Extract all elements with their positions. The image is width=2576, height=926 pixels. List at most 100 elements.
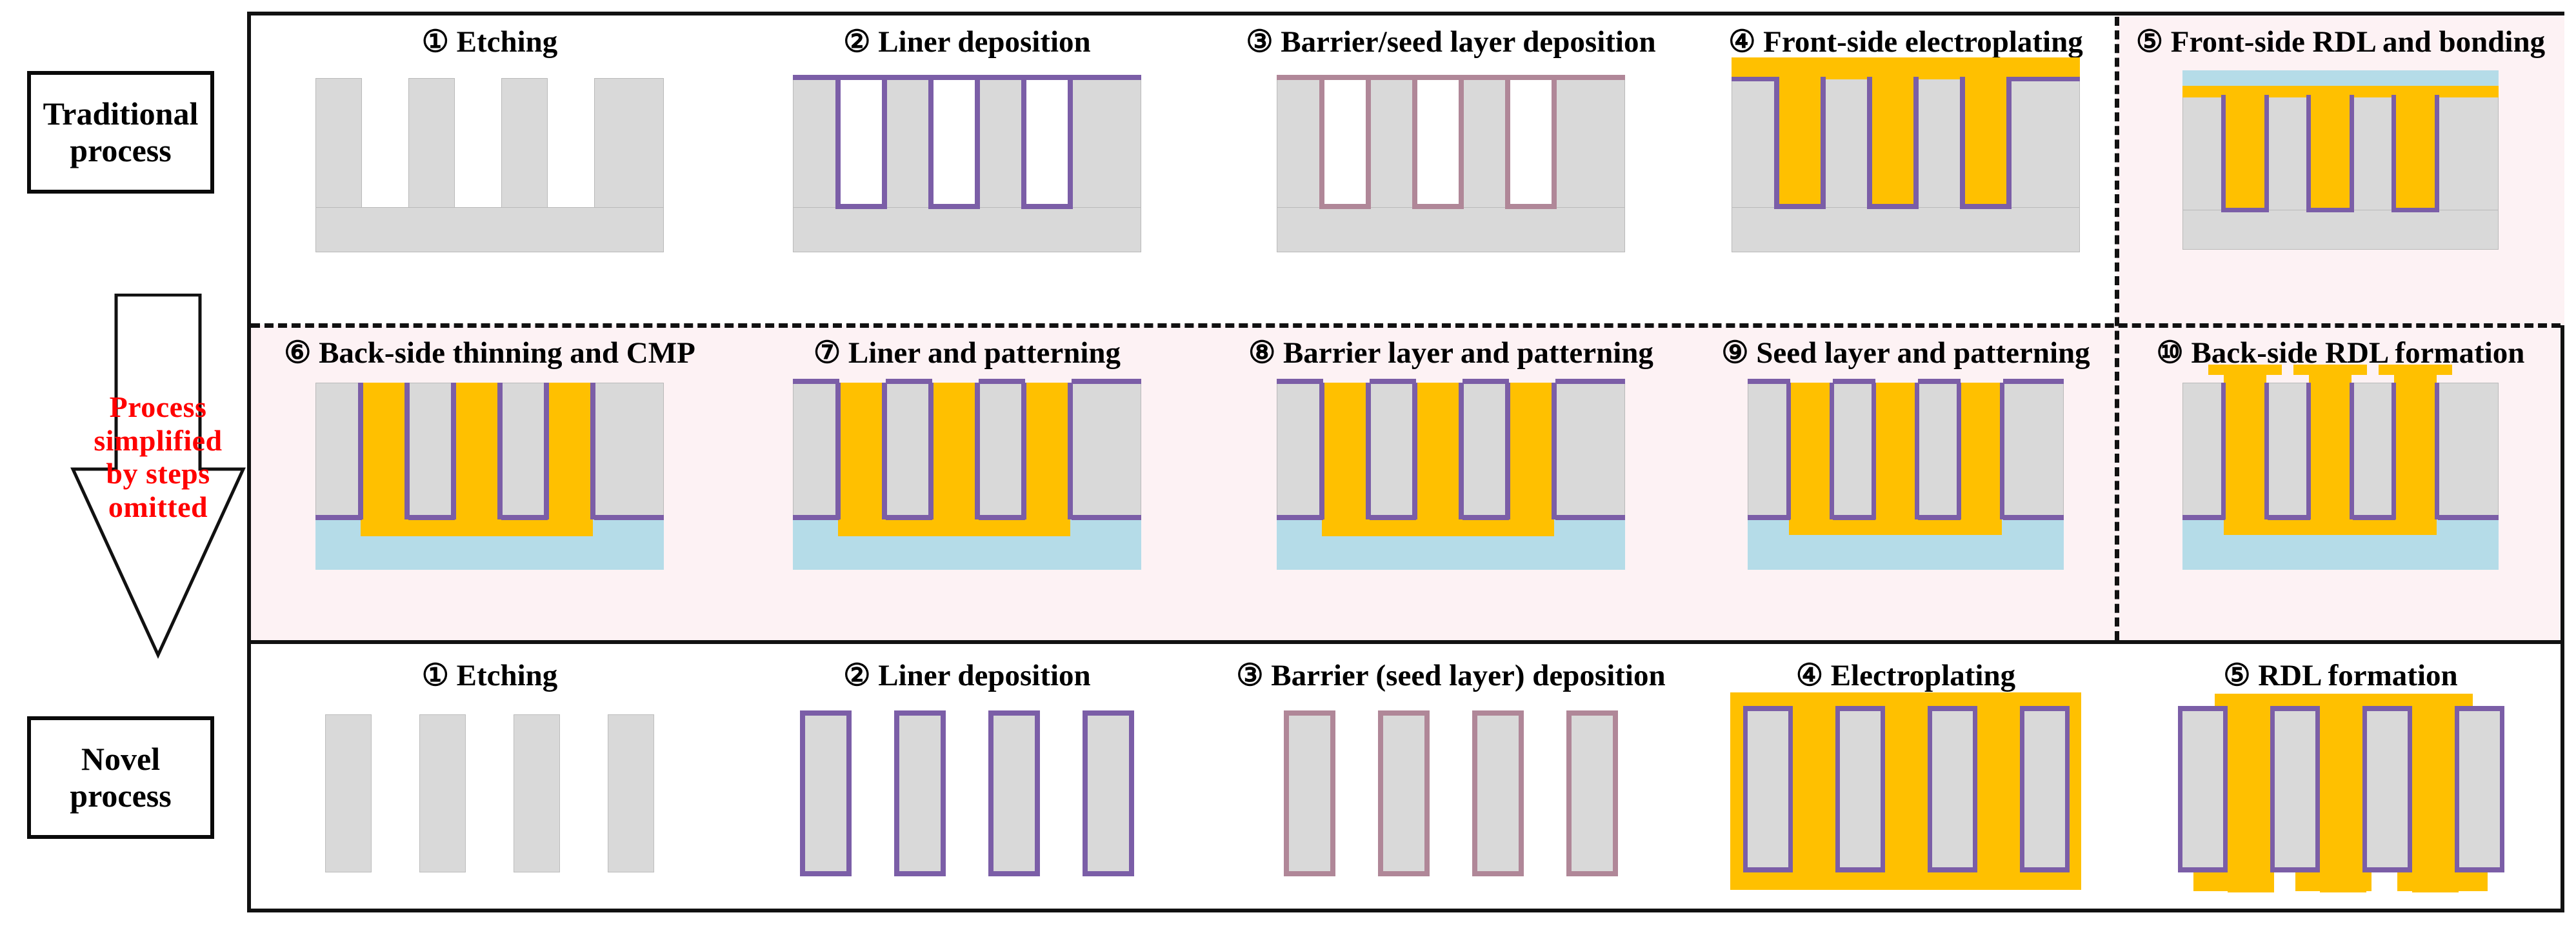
panel-art: [1206, 75, 1696, 272]
legend-traditional-label: Traditional process: [43, 95, 199, 169]
panel-art: [728, 75, 1206, 272]
cross-section-novel-plated: [1730, 692, 2081, 890]
cross-section-liner: [793, 75, 1141, 252]
panel-number: ①: [421, 659, 449, 692]
cross-section-bonded: [2182, 70, 2499, 257]
panel-label: Seed layer and patterning: [1756, 336, 2090, 370]
panel-title: ② Liner deposition: [728, 661, 1206, 691]
panel-label: Back-side RDL formation: [2191, 336, 2525, 370]
cross-section-etched: [315, 78, 664, 252]
panel-title: ⑨ Seed layer and patterning: [1696, 338, 2115, 368]
cross-section-novel-rdl: [2178, 694, 2504, 892]
panel-label: Liner deposition: [878, 25, 1091, 59]
panel-label: Barrier (seed layer) deposition: [1271, 659, 1666, 692]
panel-label: Back-side thinning and CMP: [319, 336, 695, 370]
panel-number: ③: [1236, 659, 1264, 692]
panel-number: ④: [1728, 25, 1756, 59]
down-arrow-icon: [70, 294, 246, 659]
panel-art: [251, 714, 728, 908]
cross-section-novel-barrier: [1284, 710, 1618, 876]
panel-number: ⑤: [2135, 25, 2164, 59]
panel-art: [1696, 57, 2115, 272]
panel-label: RDL formation: [2258, 659, 2458, 692]
cross-section-novel-liner: [800, 710, 1134, 876]
dashed-vertical-divider: [2115, 17, 2119, 640]
panel-number: ⑤: [2223, 659, 2251, 692]
panel-r1-barrier-seed: ③ Barrier/seed layer deposition: [1206, 27, 1696, 272]
cross-section-bs-liner: [793, 379, 1141, 570]
panel-art: [251, 383, 728, 596]
cross-section-bs-seed: [1748, 379, 2064, 570]
panel-label: Barrier/seed layer deposition: [1281, 25, 1656, 59]
panel-r3-electroplating: ④ Electroplating: [1696, 661, 2115, 904]
panel-title: ① Etching: [251, 27, 728, 57]
panel-r1-liner-deposition: ② Liner deposition: [728, 27, 1206, 272]
panel-label: Liner and patterning: [848, 336, 1121, 370]
panel-number: ②: [843, 25, 871, 59]
panel-art: [2117, 694, 2564, 904]
panel-number: ①: [421, 25, 449, 59]
panel-r2-backside-rdl: ⑩ Back-side RDL formation: [2117, 338, 2564, 596]
panel-r2-barrier-patterning: ⑧ Barrier layer and patterning: [1206, 338, 1696, 596]
panel-r3-barrier-seed: ③ Barrier (seed layer) deposition: [1206, 661, 1696, 908]
panel-label: Front-side RDL and bonding: [2170, 25, 2546, 59]
process-simplification-arrow: Process simplified by steps omitted: [68, 294, 248, 674]
panel-title: ① Etching: [251, 661, 728, 691]
panel-art: [1206, 710, 1696, 908]
legend-novel-label: Novel process: [70, 740, 172, 814]
panel-title: ② Liner deposition: [728, 27, 1206, 57]
panel-label: Etching: [456, 659, 558, 692]
panel-r3-liner-deposition: ② Liner deposition: [728, 661, 1206, 908]
panel-label: Electroplating: [1830, 659, 2016, 692]
panel-art: [728, 379, 1206, 596]
panel-r1-front-electroplating: ④ Front-side electroplating: [1696, 27, 2115, 272]
dashed-horizontal-divider: [251, 323, 2561, 328]
panel-label: Etching: [456, 25, 558, 59]
panel-number: ④: [1795, 659, 1824, 692]
cross-section-barrier: [1277, 75, 1625, 252]
panel-r1-etching: ① Etching: [251, 27, 728, 272]
panel-number: ③: [1246, 25, 1273, 59]
legend-novel-process: Novel process: [27, 716, 214, 839]
arrow-caption: Process simplified by steps omitted: [94, 390, 223, 523]
panel-label: Barrier layer and patterning: [1283, 336, 1653, 370]
panel-title: ⑧ Barrier layer and patterning: [1206, 338, 1696, 368]
panel-title: ③ Barrier (seed layer) deposition: [1206, 661, 1696, 691]
cross-section-novel-etched: [325, 714, 654, 872]
legend-traditional-process: Traditional process: [27, 71, 214, 194]
panel-title: ⑤ Front-side RDL and bonding: [2117, 27, 2564, 57]
panel-title: ④ Front-side electroplating: [1696, 27, 2115, 57]
panel-label: Liner deposition: [878, 659, 1091, 692]
cross-section-bs-rdl: [2182, 365, 2499, 570]
panel-r2-backside-thinning: ⑥ Back-side thinning and CMP: [251, 338, 728, 596]
panel-title: ⑩ Back-side RDL formation: [2117, 338, 2564, 368]
panel-art: [251, 78, 728, 272]
cross-section-bs-barrier: [1277, 379, 1625, 570]
panel-art: [2117, 365, 2564, 596]
panel-art: [728, 710, 1206, 908]
panel-art: [2117, 70, 2564, 277]
panel-r2-seed-patterning: ⑨ Seed layer and patterning: [1696, 338, 2115, 596]
panel-title: ⑦ Liner and patterning: [728, 338, 1206, 368]
panel-r3-rdl-formation: ⑤ RDL formation: [2117, 661, 2564, 904]
panel-label: Front-side electroplating: [1763, 25, 2083, 59]
panel-number: ⑩: [2156, 336, 2184, 370]
panel-art: [1696, 692, 2115, 904]
panel-title: ⑤ RDL formation: [2117, 661, 2564, 691]
panel-title: ④ Electroplating: [1696, 661, 2115, 691]
panel-number: ⑥: [284, 336, 312, 370]
panel-r2-liner-patterning: ⑦ Liner and patterning: [728, 338, 1206, 596]
panel-art: [1206, 379, 1696, 596]
panel-number: ②: [843, 659, 871, 692]
panel-title: ⑥ Back-side thinning and CMP: [251, 338, 728, 368]
panel-number: ⑨: [1721, 336, 1749, 370]
process-flow-frame: ① Etching ② Liner deposition: [247, 12, 2564, 912]
panel-number: ⑧: [1248, 336, 1276, 370]
solid-horizontal-divider: [251, 640, 2561, 644]
cross-section-thinned: [315, 383, 664, 570]
panel-r3-etching: ① Etching: [251, 661, 728, 908]
panel-art: [1696, 379, 2115, 596]
panel-number: ⑦: [813, 336, 841, 370]
panel-title: ③ Barrier/seed layer deposition: [1206, 27, 1696, 57]
